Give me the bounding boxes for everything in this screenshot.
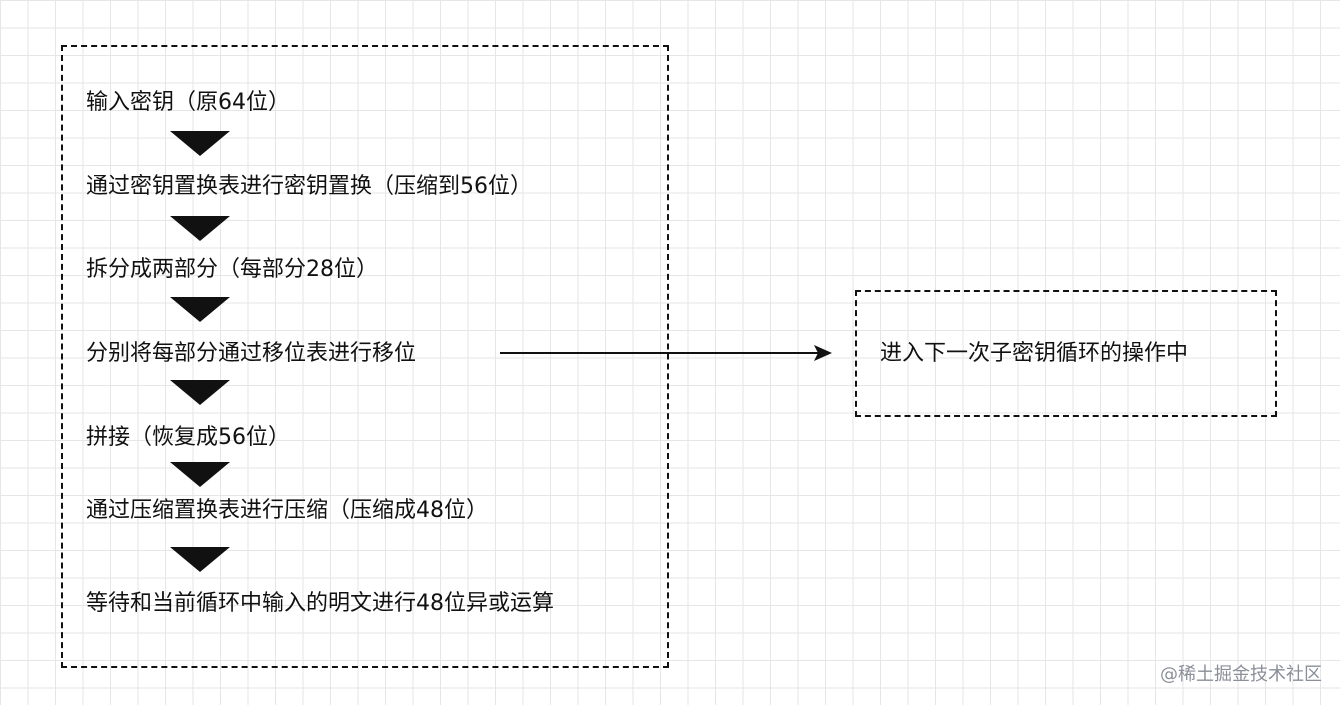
next-round-label: 进入下一次子密钥循环的操作中 bbox=[880, 341, 1189, 366]
next-round-box bbox=[855, 290, 1277, 417]
down-arrow-icon bbox=[170, 131, 230, 156]
down-arrow-icon bbox=[170, 462, 230, 487]
step-concatenate: 拼接（恢复成56位） bbox=[86, 425, 290, 450]
step-key-permutation: 通过密钥置换表进行密钥置换（压缩到56位） bbox=[86, 174, 532, 199]
step-xor-with-plaintext: 等待和当前循环中输入的明文进行48位异或运算 bbox=[86, 591, 554, 616]
down-arrow-icon bbox=[170, 297, 230, 322]
step-shift: 分别将每部分通过移位表进行移位 bbox=[86, 341, 417, 366]
step-split-halves: 拆分成两部分（每部分28位） bbox=[86, 257, 378, 282]
down-arrow-icon bbox=[170, 380, 230, 405]
step-input-key: 输入密钥（原64位） bbox=[86, 90, 290, 115]
key-schedule-container bbox=[61, 45, 669, 668]
step-compression-permutation: 通过压缩置换表进行压缩（压缩成48位） bbox=[86, 498, 488, 523]
down-arrow-icon bbox=[170, 547, 230, 572]
arrowhead-icon bbox=[814, 345, 832, 361]
right-arrow-connector bbox=[500, 345, 832, 361]
watermark: @稀土掘金技术社区 bbox=[1160, 664, 1322, 685]
down-arrow-icon bbox=[170, 216, 230, 241]
